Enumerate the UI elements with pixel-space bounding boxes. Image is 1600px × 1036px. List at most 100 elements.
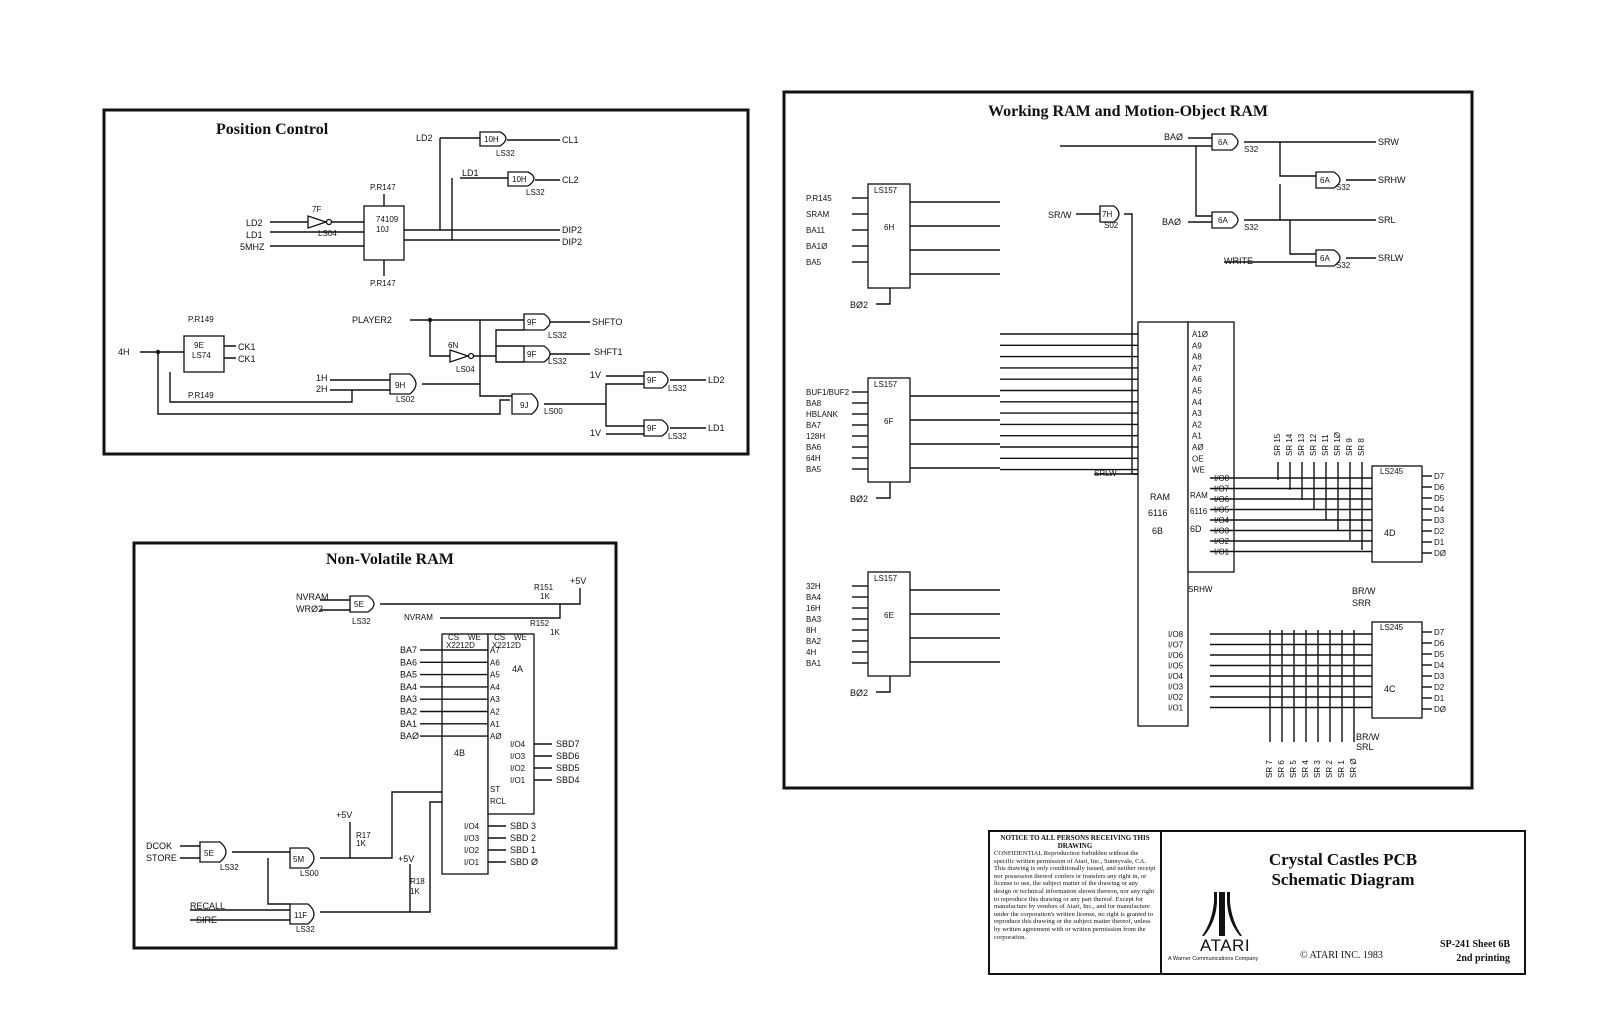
signal-ck1-b: CK1 <box>238 354 256 364</box>
signal-ld2-b: LD2 <box>246 218 263 228</box>
nv-ram-panel: Non-Volatile RAM NVRAM WRØ2 5E LS32 +5V … <box>132 541 618 950</box>
chip-x2212-b: X2212D <box>492 641 521 650</box>
signal-brw-b: BR/W <box>1356 732 1380 742</box>
chip-7f: 7F <box>312 205 321 214</box>
nv-address-pin: A7 <box>490 646 500 655</box>
ram-io-pin: I/O6 <box>1214 495 1230 504</box>
signal-5v-c: +5V <box>398 854 414 864</box>
pin-st: ST <box>490 785 500 794</box>
signal-ck1-a: CK1 <box>238 342 256 352</box>
ram-address-pin: A4 <box>1192 398 1202 407</box>
ram-io-pin: I/O1 <box>1168 704 1184 713</box>
ram-6b-part: 6116 <box>1148 508 1167 518</box>
ram-io-lines: I/O8I/O7I/O6I/O5I/O4I/O3I/O2I/O1I/O8I/O7… <box>1168 474 1372 713</box>
chip-9f-d: 9F <box>647 424 656 433</box>
sr-top-label: SR 9 <box>1345 438 1354 456</box>
chip-ls00: LS00 <box>544 407 563 416</box>
mux-chip-name: 6E <box>884 611 894 620</box>
gate-7h: 7H <box>1102 210 1112 219</box>
nv-address-label: BA5 <box>400 670 417 680</box>
mux-input-label: BA4 <box>806 593 822 602</box>
chip-ls04-b: LS04 <box>456 365 475 374</box>
ram-6d-name: 6D <box>1190 524 1202 534</box>
buffer-output-label: D3 <box>1434 672 1445 681</box>
buffer-chip-part: LS245 <box>1380 467 1404 476</box>
ram-address-pin: AØ <box>1192 443 1204 452</box>
mux-select-label: BØ2 <box>850 300 868 310</box>
signal-pr147-bottom: P.R147 <box>370 279 396 288</box>
buffer-output-label: DØ <box>1434 705 1446 714</box>
ram-address-pin: A8 <box>1192 353 1202 362</box>
gate-6a-c: 6A <box>1218 216 1228 225</box>
sheet-number: SP-241 Sheet 6B <box>1440 939 1510 950</box>
title-block: NOTICE TO ALL PERSONS RECEIVING THIS DRA… <box>988 830 1526 975</box>
sr-top-label: SR 15 <box>1273 433 1282 456</box>
chip-ls32-nv-b: LS32 <box>220 863 239 872</box>
signal-2h: 2H <box>316 384 328 394</box>
signal-srlw-ram: SRLW <box>1094 469 1117 478</box>
position-control-panel: Position Control LD2 10H CL1 LS32 LD1 10… <box>102 108 750 456</box>
notice-panel: NOTICE TO ALL PERSONS RECEIVING THIS DRA… <box>990 832 1162 973</box>
sr-bottom-label: SR 7 <box>1265 760 1274 778</box>
mux-input-label: BUF1/BUF2 <box>806 388 850 397</box>
chip-ls04: LS04 <box>318 229 337 238</box>
mux-chip-body <box>867 183 911 289</box>
title-line-1: Crystal Castles PCB <box>1268 850 1418 869</box>
mux-chip-name: 6H <box>884 223 894 232</box>
chip-ls32-f: LS32 <box>668 432 687 441</box>
nv-address-pin: A3 <box>490 695 500 704</box>
chip-10h-b: 10H <box>512 175 527 184</box>
sr-bottom-label: SR 4 <box>1301 760 1310 778</box>
nv-data-out-4a: SBD5 <box>556 763 580 773</box>
ram-io-pin: I/O5 <box>1214 506 1230 515</box>
nv-io-pin: I/O4 <box>464 822 480 831</box>
signal-ld2: LD2 <box>416 133 433 143</box>
mux-chip-part: LS157 <box>874 380 898 389</box>
ram-address-pin: A7 <box>1192 364 1202 373</box>
nv-data-out-4b: SBD Ø <box>510 857 538 867</box>
atari-wordmark: ATARI <box>1200 936 1251 955</box>
buffer-output-label: D6 <box>1434 483 1445 492</box>
mux-input-label: SRAM <box>806 210 829 219</box>
signal-pr147-top: P.R147 <box>370 183 396 192</box>
buffer-chip-part: LS245 <box>1380 623 1404 632</box>
mux-select-wire <box>876 482 891 499</box>
chip-ls00-nv: LS00 <box>300 869 319 878</box>
ram-io-pin: I/O5 <box>1168 662 1184 671</box>
chip-ls32-b: LS32 <box>526 188 545 197</box>
chip-4a: 4A <box>512 664 523 674</box>
chip-ls32-d: LS32 <box>548 357 567 366</box>
signal-brw-a: BR/W <box>1352 586 1376 596</box>
signal-ld2-out: LD2 <box>708 375 725 385</box>
nv-io-pin: I/O4 <box>510 740 526 749</box>
buffer-output-label: D4 <box>1434 661 1445 670</box>
nv-address-label: BA3 <box>400 694 417 704</box>
chip-74109: 74109 <box>376 215 399 224</box>
pin-cs-4a: CS <box>494 633 505 642</box>
resistor-r152: R152 <box>530 619 550 628</box>
signal-cl2: CL2 <box>562 175 579 185</box>
nv-address-label: BA7 <box>400 645 417 655</box>
notice-body: CONFIDENTIAL Reproduction forbidden with… <box>994 850 1156 941</box>
signal-srw: SRW <box>1378 137 1399 147</box>
ram-io-pin: I/O7 <box>1168 641 1184 650</box>
mux-input-label: BA8 <box>806 399 822 408</box>
signal-write: WRITE <box>1224 256 1253 266</box>
ram-address-pin: A6 <box>1192 375 1202 384</box>
pin-cs-4b: CS <box>448 633 459 642</box>
nv-data-out-4b: SBD 1 <box>510 845 536 855</box>
signal-cl1: CL1 <box>562 135 579 145</box>
mux-input-label: BA6 <box>806 443 822 452</box>
buffer-output-label: D2 <box>1434 683 1445 692</box>
title-line-2: Schematic Diagram <box>1271 870 1415 889</box>
chip-5e-a: 5E <box>354 600 364 609</box>
gate-s32-b: S32 <box>1336 183 1351 192</box>
nv-address-label: BA1 <box>400 719 417 729</box>
buffer-output-label: D7 <box>1434 472 1445 481</box>
gate-6a-b: 6A <box>1320 176 1330 185</box>
nv-address-pin: A2 <box>490 708 500 717</box>
chip-9e: 9E <box>194 341 204 350</box>
ram-address-pin: A5 <box>1192 387 1202 396</box>
